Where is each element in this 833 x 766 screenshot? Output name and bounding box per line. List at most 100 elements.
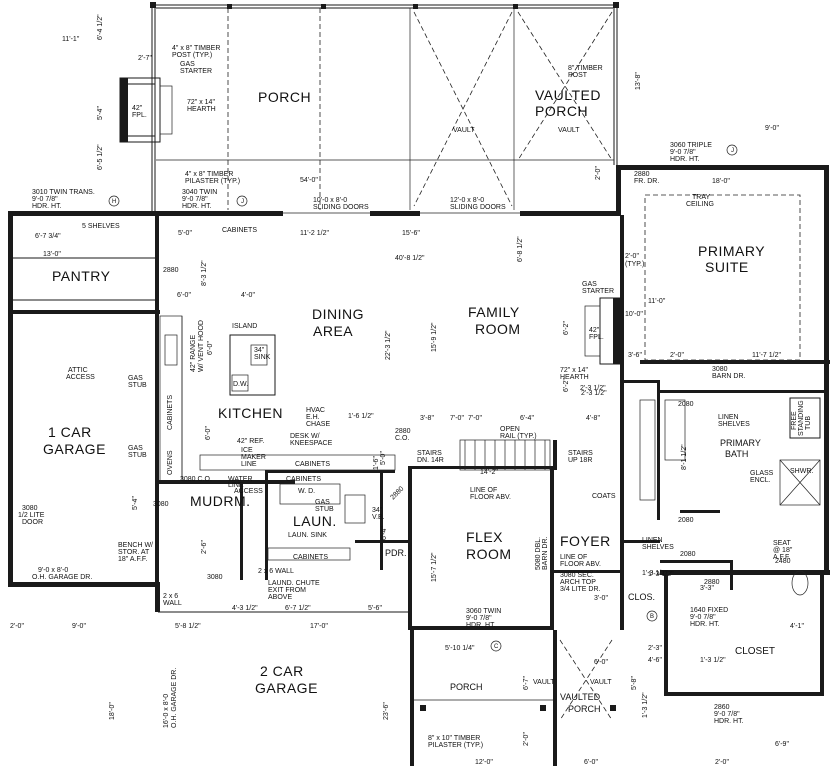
dimension-labels: 6'-4 1/2" 11'-1" 2'-7" 5'-4" 6'-5 1/2" 5… (10, 14, 804, 766)
dim-75: 1'-3 1/2" (642, 570, 668, 577)
lbl-hearth-f: 72" x 14" (560, 367, 588, 374)
lbl-door2080c: 2080 (680, 551, 696, 558)
dim-32: 4'-8" (586, 415, 600, 422)
dim-45: 1'-3 1/2" (648, 571, 674, 578)
lbl-hvac-2: E.H. (306, 414, 320, 421)
lbl-cabinets-v: CABINETS (167, 395, 174, 430)
porch-outline (150, 2, 619, 212)
room-flex-1: FLEX (466, 529, 503, 545)
lbl-typ: (TYP.) (625, 261, 644, 268)
dim-37: 14'-2" (480, 469, 498, 476)
room-primary-bath-1: PRIMARY (720, 438, 761, 448)
lbl-fpl-f2: FPL. (589, 334, 604, 341)
dim-43: 15'-7 1/2" (431, 552, 438, 582)
room-clos: CLOS. (628, 592, 655, 602)
dim-48: 5'-6" (368, 605, 382, 612)
lbl-ice: ICE (241, 447, 253, 454)
dim-63: 6'-7" (523, 676, 530, 690)
dim-61: 23'-6" (383, 702, 390, 720)
lbl-free-3: TUB (805, 416, 812, 430)
lbl-fpl: 42" (132, 105, 143, 112)
dim-28: 3'-6" (628, 352, 642, 359)
dim-71: 7'-0" (468, 415, 482, 422)
lbl-cabinets-4: CABINETS (286, 476, 321, 483)
lbl-pilaster-b2: PILASTER (TYP.) (428, 742, 483, 749)
lbl-tray-2: CEILING (686, 201, 714, 208)
lbl-hvac: HVAC (306, 407, 325, 414)
lbl-stairs-up-2: UP 18R (568, 457, 592, 464)
lbl-glass-2: ENCL. (750, 477, 771, 484)
lbl-door3080b: 3080 (207, 574, 223, 581)
tag-b: B (650, 614, 654, 620)
room-foyer: FOYER (560, 533, 611, 549)
lbl-desk-2: KNEESPACE (290, 440, 333, 447)
lbl-lite-door: 3080 (22, 505, 38, 512)
lbl-gas-stub: GAS (128, 375, 143, 382)
lbl-vault-2: VAULT (558, 127, 580, 134)
dim-29: 2'-0" (670, 352, 684, 359)
dim-62: 12'-0" (475, 759, 493, 766)
lbl-sec-3: 3/4 LITE DR. (560, 586, 601, 593)
lbl-coats: COATS (592, 493, 616, 500)
dim-12: 13'-0" (43, 251, 61, 258)
lbl-gas-stub-6: STUB (315, 506, 334, 513)
lbl-linen-3: LINEN (642, 537, 663, 544)
lbl-twin-trans-2: 9'-0 7/8" (32, 196, 58, 203)
lbl-linen-2: SHELVES (718, 421, 750, 428)
dim-27: 10'-0" (625, 311, 643, 318)
dim-21: 6'-0" (207, 341, 214, 355)
dim-11: 6'-7 3/4" (35, 233, 61, 240)
lbl-shelves: 5 SHELVES (82, 223, 120, 230)
tag-j1: J (241, 199, 244, 205)
lbl-pantry-door: 2880 (163, 267, 179, 274)
exterior-walls (8, 165, 830, 696)
lbl-hearth-2: HEARTH (187, 106, 216, 113)
dim-26: 11'-0" (648, 298, 666, 305)
lbl-gas-starter-f2: STARTER (582, 288, 614, 295)
lbl-vault-b1: VAULT (533, 679, 555, 686)
lbl-fpl-f: 42" (589, 327, 600, 334)
lbl-hvac-3: CHASE (306, 421, 330, 428)
dim-68: 1'-6" (373, 456, 380, 470)
lbl-fr-dr: FR. DR. (634, 178, 659, 185)
dim-64: 2'-0" (523, 732, 530, 746)
dim-74: 5'-8" (631, 676, 638, 690)
lbl-timber-post: 4" x 8" TIMBER (172, 45, 220, 52)
room-dining-1: DINING (312, 306, 364, 322)
family-fireplace (584, 297, 621, 365)
lbl-chute: LAUND. CHUTE (268, 580, 320, 587)
lbl-timber-post-2: POST (TYP.) (172, 52, 212, 59)
lbl-chute-2: EXIT FROM (268, 587, 306, 594)
lbl-barn-dr-2: BARN DR. (712, 373, 746, 380)
room-dining-2: AREA (313, 323, 353, 339)
lbl-co2880: 2880 (395, 428, 411, 435)
lbl-stairs-dn: STAIRS (417, 450, 442, 457)
porch-fireplace (119, 77, 173, 143)
room-pantry: PANTRY (52, 268, 111, 284)
dim-38: 5'-0" (380, 451, 387, 465)
lbl-door2080b: 2080 (678, 517, 694, 524)
room-garage2-2: GARAGE (255, 680, 318, 696)
lbl-vault-b2: VAULT (590, 679, 612, 686)
dim-58: 1'-3 1/2" (700, 657, 726, 664)
lbl-fixed: 1640 FIXED (690, 607, 728, 614)
lbl-bench-2: STOR. AT (118, 549, 150, 556)
lbl-laun-sink: LAUN. SINK (288, 532, 327, 539)
lbl-twin3040-3: HDR. HT. (182, 203, 212, 210)
lbl-floor-abv-4: FLOOR ABV. (560, 561, 601, 568)
dim-24: 6'-2" (563, 321, 570, 335)
lbl-triple: 3060 TRIPLE (670, 142, 712, 149)
dim-50: 9'-0" (72, 623, 86, 630)
dim-55: 6'-0" (594, 659, 608, 666)
lbl-wall-2: 2 x 6 (163, 593, 178, 600)
lbl-gas-stub-4: STUB (128, 452, 147, 459)
lbl-wd: W. D. (298, 488, 315, 495)
lbl-gas-starter-2: STARTER (180, 68, 212, 75)
lbl-wall: 2 x 6 WALL (258, 568, 294, 575)
dim-7: 13'-8" (635, 72, 642, 90)
dim-19: 6'-0" (177, 292, 191, 299)
lbl-free: FREE (791, 411, 798, 430)
dim-3: 2'-7" (138, 55, 152, 62)
lbl-door2880c: 2880 (704, 579, 720, 586)
